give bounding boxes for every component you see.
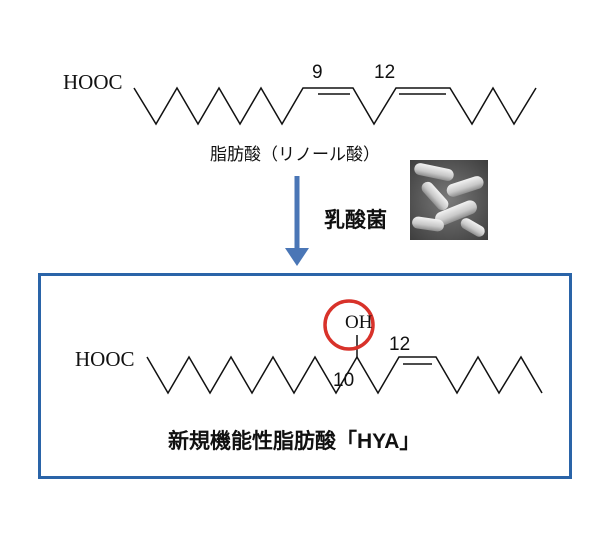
double-bond-9-label: 9 <box>312 62 323 83</box>
hya-chain <box>146 355 543 395</box>
hydroxyl-highlight-circle <box>323 299 375 351</box>
double-bond-12-label-top: 12 <box>374 62 396 83</box>
hya-result-box <box>38 273 572 479</box>
lactic-acid-bacteria-label: 乳酸菌 <box>324 209 387 232</box>
linoleic-acid-chain <box>133 86 537 126</box>
position-10-label: 10 <box>333 370 355 391</box>
fatty-acid-name: 脂肪酸（リノール酸） <box>210 145 380 164</box>
down-arrow-icon <box>285 176 309 266</box>
hya-name: 新規機能性脂肪酸「HYA」 <box>168 430 421 453</box>
hydroxyl-label: OH <box>345 312 373 333</box>
lactic-acid-bacteria-photo <box>410 160 488 240</box>
bottom-hooc-label: HOOC <box>75 347 135 371</box>
top-hooc-label: HOOC <box>63 70 123 94</box>
double-bond-12-label-bottom: 12 <box>389 334 411 355</box>
